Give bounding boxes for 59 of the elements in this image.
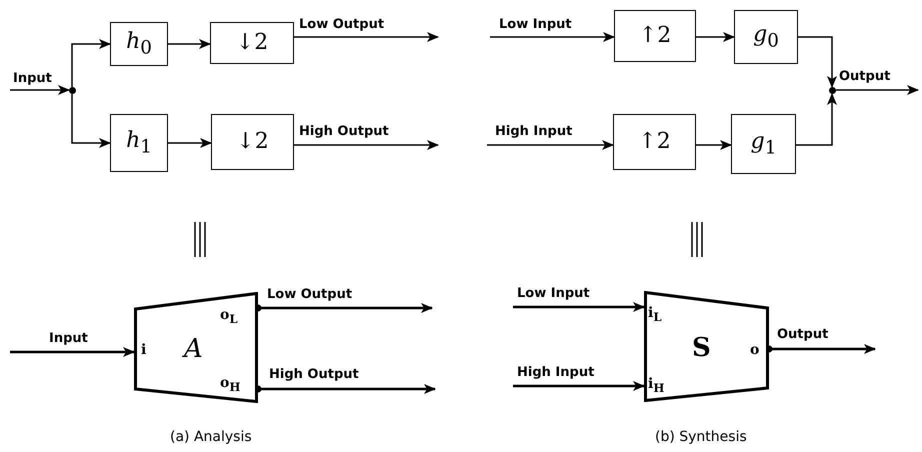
operator-label: h$_{1}$ xyxy=(126,130,152,156)
downsampler-box xyxy=(211,114,294,170)
junction-dot xyxy=(69,87,76,94)
operator-label: ↓2 xyxy=(236,32,268,54)
arrow xyxy=(168,39,211,49)
edge-label: High Input xyxy=(494,125,574,138)
edge-label: High Input xyxy=(516,366,596,379)
operator-label: g$_{0}$ xyxy=(753,24,779,50)
block-label: S xyxy=(692,335,711,361)
analysis-block xyxy=(134,292,258,403)
edge-label: High Output xyxy=(268,368,360,381)
operator-label: ↑2 xyxy=(638,25,672,47)
operator-label: ↓2 xyxy=(236,131,269,153)
filter-box xyxy=(734,10,798,64)
edge-label: Output xyxy=(776,328,830,341)
arrow xyxy=(71,39,111,87)
arrow xyxy=(513,302,645,312)
upsampler-box xyxy=(613,114,696,170)
edge-label: Low Output xyxy=(298,18,386,31)
edge-label: Input xyxy=(48,332,89,345)
arrow xyxy=(798,36,837,88)
port-label: o$_{L}$ xyxy=(220,308,238,326)
edge-label: Input xyxy=(12,72,53,85)
port-label: o xyxy=(750,343,760,357)
filter-box xyxy=(731,114,796,174)
port-label: i$_{L}$ xyxy=(648,306,662,324)
junction-dot xyxy=(829,87,836,94)
port-label: i xyxy=(141,343,146,357)
filter-box xyxy=(110,22,168,66)
edge-label: Low Input xyxy=(498,18,573,31)
arrow xyxy=(696,140,732,150)
arrow xyxy=(294,32,439,42)
operator-label: g$_{1}$ xyxy=(750,130,776,158)
arrow xyxy=(696,32,735,42)
upsampler-box xyxy=(614,10,696,62)
arrow xyxy=(10,347,135,357)
caption: (b) Synthesis xyxy=(655,430,747,444)
caption: (a) Analysis xyxy=(170,430,252,444)
arrow xyxy=(10,85,70,95)
arrow xyxy=(294,140,439,150)
port-label: i$_{H}$ xyxy=(648,377,664,394)
block-label: A xyxy=(184,336,203,362)
arrow xyxy=(796,93,837,146)
edge-label: Output xyxy=(838,70,892,83)
synthesis-block xyxy=(644,291,769,402)
filter-box xyxy=(110,114,168,172)
arrow xyxy=(513,381,645,391)
port-label: o$_{H}$ xyxy=(220,376,240,394)
arrow xyxy=(168,138,212,148)
edge-label: Low Input xyxy=(516,287,591,300)
operator-label: ↑2 xyxy=(638,131,671,153)
downsampler-box xyxy=(210,22,294,64)
arrow xyxy=(487,140,614,150)
operator-label: h$_{0}$ xyxy=(126,30,152,58)
arrow xyxy=(836,85,919,95)
arrow xyxy=(71,94,111,148)
edge-label: High Output xyxy=(298,125,390,138)
edge-label: Low Output xyxy=(266,288,354,301)
arrow xyxy=(490,32,615,42)
